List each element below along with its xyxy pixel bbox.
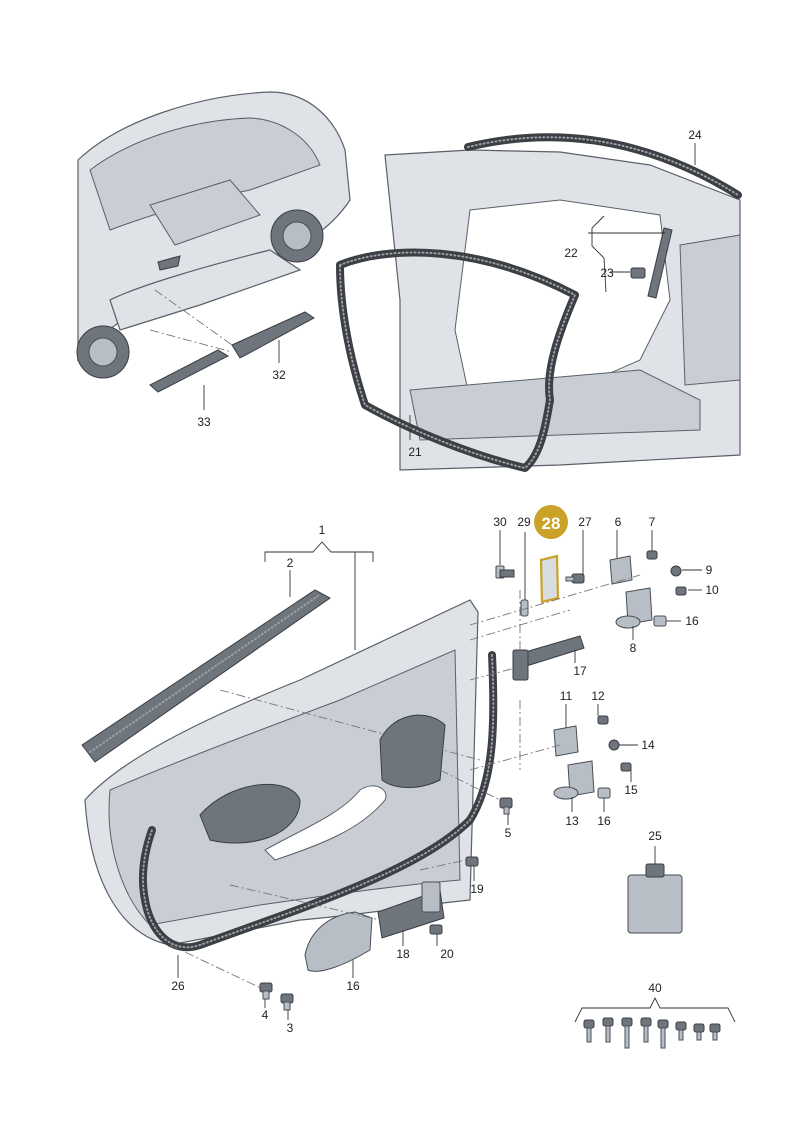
callout-24: 21 [408,445,422,459]
callout-14: 14 [641,738,655,752]
dashed-guides [149,289,641,991]
callout-3: 3 [287,1021,294,1035]
bolt-21 [429,924,443,935]
bolt-15 [620,762,632,772]
callout-31: 30 [493,515,507,529]
callout-5: 5 [505,826,512,840]
window-seal-strip-2 [81,589,331,763]
callout-40: 40 [648,981,662,995]
highlighted-part-28 [539,554,560,604]
door-shell-illustration [84,599,479,946]
bolt-7 [646,550,658,560]
callout-8: 8 [630,641,637,655]
door-handle-19 [304,911,373,972]
bushing-16-upper [653,615,667,627]
callout-30: 29 [517,515,531,529]
callout-22: 26 [171,979,185,993]
callout-32: 32 [272,368,286,382]
callout-13: 13 [565,814,579,828]
callout-25: 22 [564,246,578,260]
lower-hinge-11 [553,725,579,757]
side-trim-33 [149,349,230,393]
callout-6: 6 [615,515,622,529]
bolt-29 [565,573,585,584]
callout-23: 25 [648,829,662,843]
callout-12: 12 [591,689,605,703]
callout-9: 9 [706,563,713,577]
callout-2: 2 [287,556,294,570]
bolt-3 [280,993,294,1011]
door-opening-illustration [384,149,741,471]
nut-14 [608,739,620,751]
callout-15: 15 [624,783,638,797]
clip-26 [630,267,646,279]
callout-29: 27 [578,515,592,529]
bolt-12 [597,715,609,725]
bolt-20 [465,856,479,867]
bolt-5 [499,797,513,815]
side-trim-32 [231,311,315,359]
upper-hinge-6 [609,555,633,585]
callout-16-lower: 16 [597,814,611,828]
pin-30 [520,599,529,617]
callout-18: 18 [396,947,410,961]
nut-9 [670,565,682,577]
bolt-4 [259,982,273,1000]
car-overview-illustration [76,91,351,379]
callout-27: 24 [688,128,702,142]
container-23 [627,863,683,934]
fastener-set-40 [583,1017,721,1049]
leader-lines [177,143,736,1023]
highlight-badge [534,505,568,539]
callout-20: 19 [470,882,484,896]
handle-bracket-18 [377,881,445,939]
lower-hinge-13 [553,760,595,800]
callout-26: 23 [600,266,614,280]
callout-21: 20 [440,947,454,961]
callout-7: 7 [649,515,656,529]
callout-11: 11 [560,689,573,703]
callout-16-upper: 16 [685,614,699,628]
callout-28: 28 [542,514,561,533]
callout-labels: 24 22 23 32 33 21 1 2 30 29 28 27 6 7 9 … [171,128,719,1035]
callout-19: 16 [346,979,360,993]
bushing-16-lower [597,787,611,799]
callout-17: 17 [573,664,587,678]
upper-hinge-8 [615,587,653,629]
callout-10: 10 [705,583,719,597]
callout-4: 4 [262,1008,269,1022]
callout-28-badge: 28 [534,505,568,539]
window-channel-25 [647,227,673,299]
callout-33: 33 [197,415,211,429]
door-check-17 [512,635,585,681]
bolt-10 [675,586,687,596]
callout-1: 1 [319,523,326,537]
bolt-31 [495,565,515,579]
